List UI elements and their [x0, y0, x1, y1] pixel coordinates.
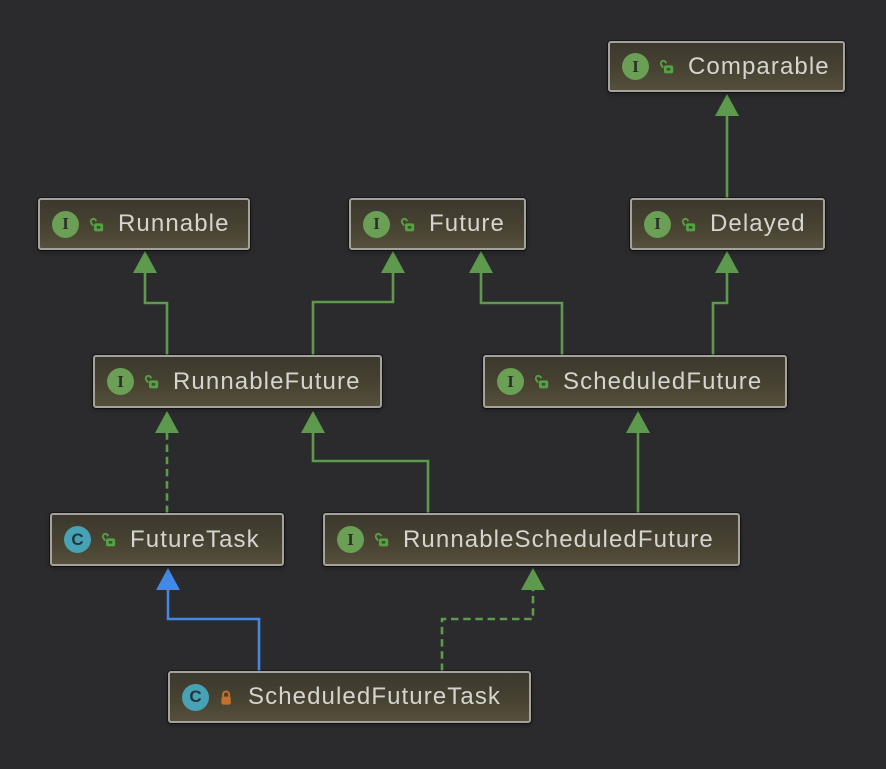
node-label: RunnableScheduledFuture [403, 525, 714, 553]
node-delayed[interactable]: I Delayed [630, 198, 825, 250]
arrowhead [155, 411, 179, 433]
node-label: ScheduledFuture [563, 367, 763, 395]
interface-icon: I [644, 210, 671, 238]
interface-icon: I [363, 210, 390, 238]
class-icon: C [182, 683, 209, 711]
lock-closed-icon [218, 689, 235, 706]
lock-open-icon [399, 216, 416, 233]
lock-open-icon [680, 216, 697, 233]
node-future[interactable]: I Future [349, 198, 526, 250]
arrowhead [521, 568, 545, 590]
edge-scheduled-future-future [469, 251, 564, 355]
edge-delayed-comparable [715, 94, 739, 198]
interface-icon: I [52, 210, 79, 238]
node-future-task[interactable]: C FutureTask [50, 513, 284, 566]
edge-scheduled-future-task-runnable-scheduled-future [440, 568, 545, 671]
edge-scheduled-future-task-future-task [156, 568, 261, 671]
arrowhead [715, 251, 739, 273]
node-comparable[interactable]: I Comparable [608, 41, 845, 92]
lock-open-icon [533, 373, 550, 390]
node-label: FutureTask [130, 525, 260, 553]
edge-runnable-scheduled-future-runnable-future [301, 411, 430, 513]
node-label: Comparable [688, 52, 830, 80]
lock-open-icon [100, 531, 117, 548]
node-label: Delayed [710, 210, 806, 237]
arrowhead [715, 94, 739, 116]
edge-runnable-future-future [311, 251, 405, 355]
arrowhead [301, 411, 325, 433]
edge-future-task-runnable-future [155, 411, 179, 513]
node-label: ScheduledFutureTask [248, 683, 502, 710]
lock-open-icon [373, 531, 390, 548]
arrowhead [381, 251, 405, 273]
arrowhead [133, 251, 157, 273]
arrowhead [156, 568, 180, 590]
lock-open-icon [88, 216, 105, 233]
interface-icon: I [107, 368, 134, 395]
lock-open-icon [658, 58, 675, 75]
node-scheduled-future-task[interactable]: C ScheduledFutureTask [168, 671, 531, 723]
interface-icon: I [337, 526, 364, 553]
node-runnable-scheduled-future[interactable]: I RunnableScheduledFuture [323, 513, 740, 566]
node-label: Future [429, 210, 505, 237]
node-label: RunnableFuture [173, 367, 361, 395]
interface-icon: I [497, 368, 524, 395]
lock-open-icon [143, 373, 160, 390]
edge-runnable-scheduled-future-scheduled-future [626, 411, 650, 513]
arrowhead [469, 251, 493, 273]
node-runnable[interactable]: I Runnable [38, 198, 250, 250]
node-runnable-future[interactable]: I RunnableFuture [93, 355, 382, 408]
arrowhead [626, 411, 650, 433]
class-icon: C [64, 526, 91, 553]
edge-runnable-future-runnable [133, 251, 169, 355]
node-scheduled-future[interactable]: I ScheduledFuture [483, 355, 787, 408]
node-label: Runnable [118, 210, 230, 237]
edge-scheduled-future-delayed [711, 251, 739, 355]
interface-icon: I [622, 53, 649, 80]
